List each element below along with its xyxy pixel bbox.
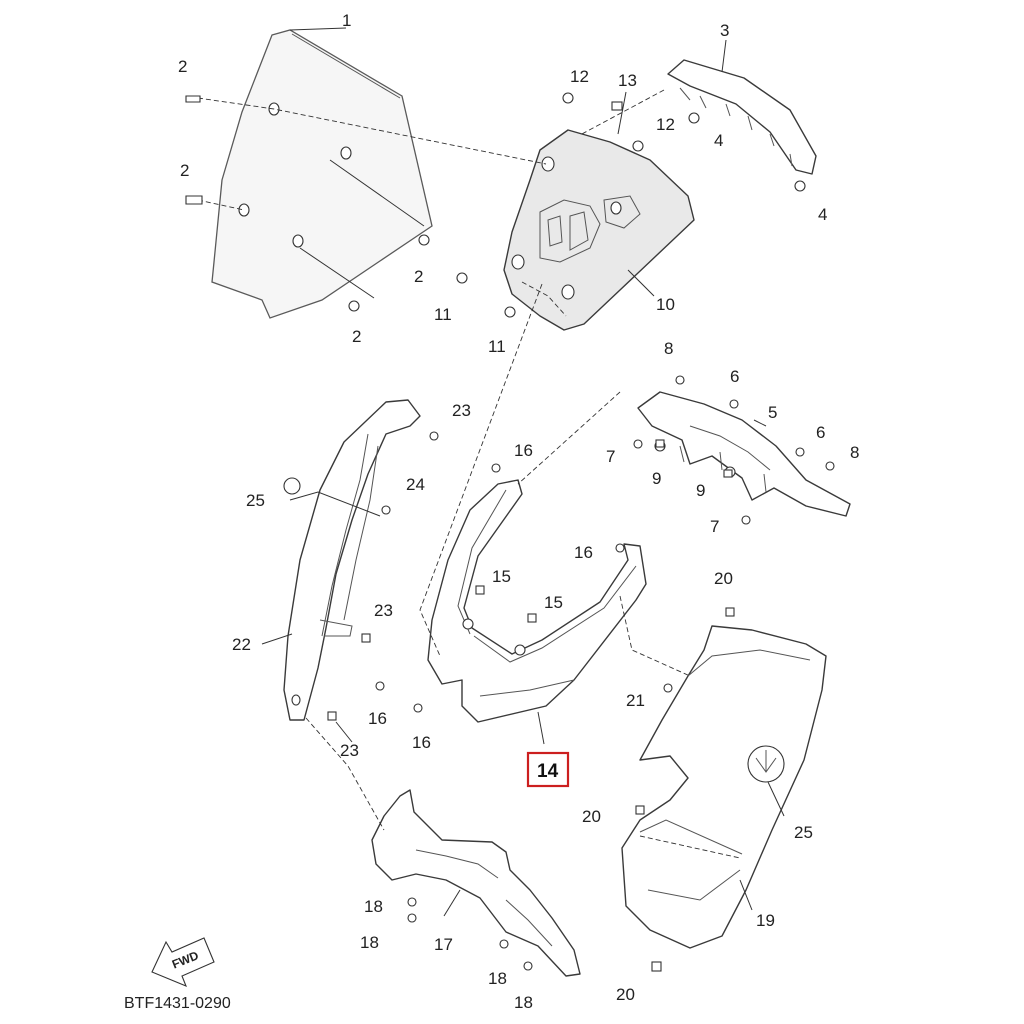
callout-18: 18 bbox=[488, 969, 507, 988]
lower-bracket-part[interactable] bbox=[371, 789, 581, 977]
leader-lines bbox=[261, 27, 785, 917]
highlight-box bbox=[526, 751, 570, 788]
callout-2: 2 bbox=[352, 327, 361, 346]
left-side-cover-part[interactable] bbox=[283, 399, 421, 721]
callout-24: 24 bbox=[406, 475, 425, 494]
top-trim-part[interactable] bbox=[667, 59, 817, 175]
callout-3: 3 bbox=[720, 21, 729, 40]
callout-16: 16 bbox=[368, 709, 387, 728]
fasteners bbox=[185, 92, 835, 972]
fwd-arrow-icon: FWD bbox=[151, 937, 215, 988]
bracket-part[interactable] bbox=[503, 129, 695, 331]
front-cowl-part[interactable] bbox=[427, 479, 647, 723]
callout-4: 4 bbox=[818, 205, 827, 224]
callout-8: 8 bbox=[664, 339, 673, 358]
callout-18: 18 bbox=[360, 933, 379, 952]
callout-2: 2 bbox=[180, 161, 189, 180]
callout-9: 9 bbox=[652, 469, 661, 488]
callout-22: 22 bbox=[232, 635, 251, 654]
meter-bracket-part[interactable] bbox=[637, 391, 851, 517]
callout-15: 15 bbox=[492, 567, 511, 586]
callout-19: 19 bbox=[756, 911, 775, 930]
callout-16: 16 bbox=[412, 733, 431, 752]
callout-10: 10 bbox=[656, 295, 675, 314]
callout-9: 9 bbox=[696, 481, 705, 500]
callout-7: 7 bbox=[606, 447, 615, 466]
callout-21: 21 bbox=[626, 691, 645, 710]
callout-25: 25 bbox=[794, 823, 813, 842]
callout-2: 2 bbox=[414, 267, 423, 286]
callout-6: 6 bbox=[730, 367, 739, 386]
callout-23: 23 bbox=[340, 741, 359, 760]
callout-18: 18 bbox=[364, 897, 383, 916]
manufacturer-emblem-icon bbox=[755, 750, 777, 773]
callout-16: 16 bbox=[514, 441, 533, 460]
assembly-lines bbox=[197, 89, 741, 859]
callout-12: 12 bbox=[656, 115, 675, 134]
right-side-cover-part[interactable] bbox=[621, 625, 827, 949]
callout-13: 13 bbox=[618, 71, 637, 90]
windscreen-part[interactable] bbox=[211, 29, 433, 319]
callout-7: 7 bbox=[710, 517, 719, 536]
callout-12: 12 bbox=[570, 67, 589, 86]
callout-5: 5 bbox=[768, 403, 777, 422]
callout-18: 18 bbox=[514, 993, 533, 1012]
callout-23: 23 bbox=[374, 601, 393, 620]
callout-4: 4 bbox=[714, 131, 723, 150]
callout-20: 20 bbox=[616, 985, 635, 1004]
callout-14[interactable]: 14 bbox=[537, 761, 559, 782]
callout-16: 16 bbox=[574, 543, 593, 562]
callout-25: 25 bbox=[246, 491, 265, 510]
callout-6: 6 bbox=[816, 423, 825, 442]
callout-11: 11 bbox=[434, 305, 452, 324]
callout-11: 11 bbox=[488, 337, 506, 356]
callout-15: 15 bbox=[544, 593, 563, 612]
callout-23: 23 bbox=[452, 401, 471, 420]
diagram-code: BTF1431-0290 bbox=[124, 995, 231, 1012]
callout-1: 1 bbox=[342, 11, 351, 30]
callout-20: 20 bbox=[582, 807, 601, 826]
callout-20: 20 bbox=[714, 569, 733, 588]
callout-labels: 1 2 2 2 2 3 4 4 10 11 11 12 12 13 5 6 6 … bbox=[178, 11, 859, 1012]
callout-17: 17 bbox=[434, 935, 453, 954]
callout-2: 2 bbox=[178, 57, 187, 76]
callout-8: 8 bbox=[850, 443, 859, 462]
